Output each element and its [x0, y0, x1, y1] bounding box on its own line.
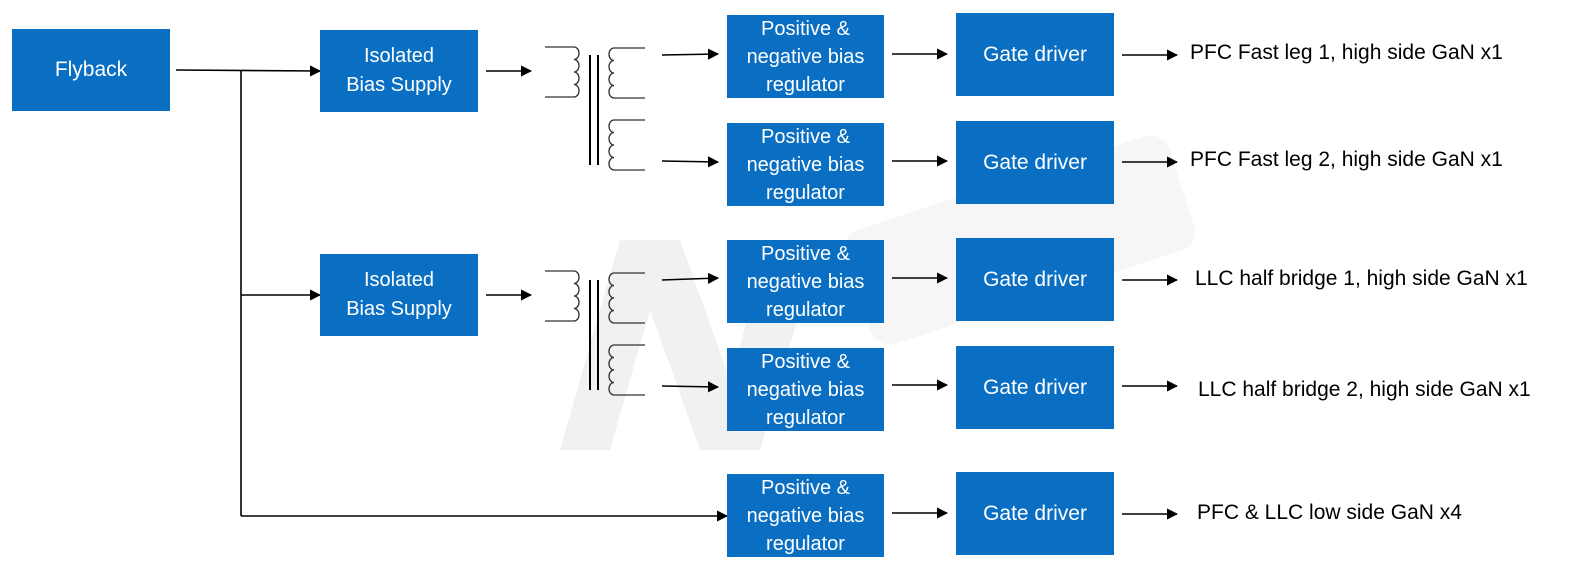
output-label-2: PFC Fast leg 2, high side GaN x1 [1190, 148, 1503, 171]
flyback-label: Flyback [54, 58, 128, 81]
transformer-1 [545, 46, 645, 171]
output-label-1: PFC Fast leg 1, high side GaN x1 [1190, 41, 1503, 64]
wire-flyback-iso1 [175, 65, 322, 77]
bias-regulator-1-label: Positive & negative bias regulator [746, 17, 865, 96]
gate-driver-4-label: Gate driver [983, 375, 1087, 399]
isolated-bias-supply-2: Isolated Bias Supply [320, 254, 478, 336]
isolated-bias-supply-1-label: Isolated Bias Supply [346, 45, 452, 96]
gate-driver-3: Gate driver [956, 238, 1114, 321]
isolated-bias-supply-1: Isolated Bias Supply [320, 30, 478, 112]
bias-regulator-4: Positive & negative bias regulator [727, 348, 884, 431]
bias-regulator-3-label: Positive & negative bias regulator [746, 242, 865, 321]
bias-regulator-3: Positive & negative bias regulator [727, 240, 884, 323]
bias-regulator-4-label: Positive & negative bias regulator [746, 350, 865, 429]
output-label-4: LLC half bridge 2, high side GaN x1 [1198, 378, 1531, 401]
isolated-bias-supply-2-label: Isolated Bias Supply [346, 269, 452, 320]
flyback-block: Flyback [12, 29, 170, 111]
gate-driver-5: Gate driver [956, 472, 1114, 555]
gate-driver-1-label: Gate driver [983, 42, 1087, 66]
gate-driver-5-label: Gate driver [983, 501, 1087, 525]
output-label-3: LLC half bridge 1, high side GaN x1 [1195, 267, 1528, 290]
wire-xfmr1-reg2 [661, 156, 720, 168]
wire-xfmr2-reg3 [661, 272, 720, 284]
bias-regulator-5: Positive & negative bias regulator [727, 474, 884, 557]
bias-regulator-5-label: Positive & negative bias regulator [746, 476, 865, 555]
bias-regulator-2-label: Positive & negative bias regulator [746, 125, 865, 204]
transformer-2 [545, 270, 645, 396]
gate-driver-2: Gate driver [956, 121, 1114, 204]
gate-driver-4: Gate driver [956, 346, 1114, 429]
wire-xfmr2-reg4 [661, 381, 720, 393]
wire-xfmr1-reg1 [661, 48, 720, 60]
gate-driver-3-label: Gate driver [983, 267, 1087, 291]
gate-driver-2-label: Gate driver [983, 150, 1087, 174]
bias-regulator-1: Positive & negative bias regulator [727, 15, 884, 98]
gate-driver-1: Gate driver [956, 13, 1114, 96]
bias-regulator-2: Positive & negative bias regulator [727, 123, 884, 206]
output-label-5: PFC & LLC low side GaN x4 [1197, 501, 1462, 524]
